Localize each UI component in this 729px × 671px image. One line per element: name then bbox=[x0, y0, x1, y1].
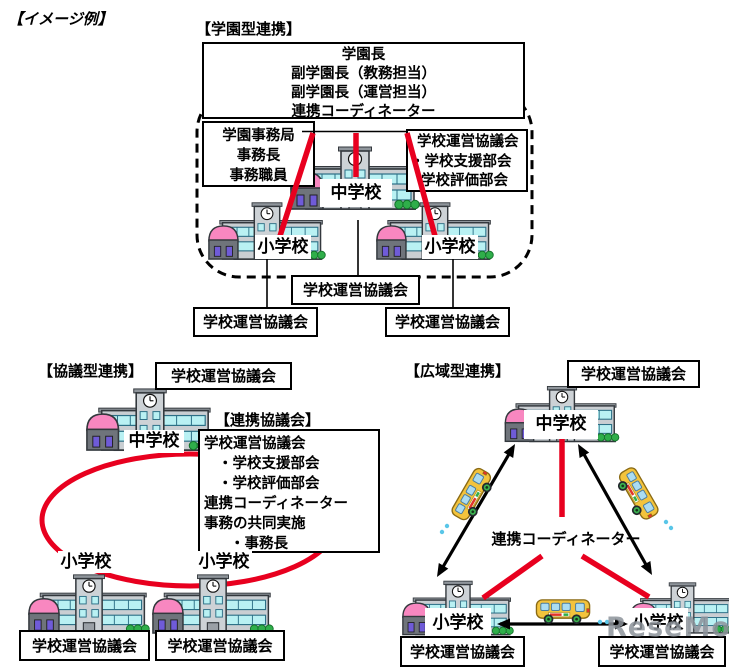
example-label: 【イメージ例】 bbox=[8, 10, 113, 28]
school-council-box: 学校運営協議会 bbox=[193, 307, 318, 337]
kouiki-section-title: 【広域型連携】 bbox=[405, 362, 511, 380]
school-council-box: 学校運営協議会 bbox=[567, 360, 700, 388]
watermark-text: ReseMom bbox=[606, 612, 729, 643]
school-council-box: 学校運営協議会 ・学校支援部会 学校評価部会 bbox=[406, 129, 528, 192]
junior-high-label: 中学校 bbox=[320, 179, 392, 207]
office-line: 事務職員 bbox=[229, 168, 288, 184]
red-link-lines-kouiki bbox=[481, 438, 651, 601]
office-line: 事務長 bbox=[236, 148, 281, 164]
leadership-line: 学園長 bbox=[341, 47, 386, 63]
school-bus-icon bbox=[449, 465, 499, 526]
school-council-box: 学校運営協議会 bbox=[598, 636, 726, 667]
elementary-label: 小学校 bbox=[422, 235, 478, 259]
renkei-line: 事務の共同実施 bbox=[204, 516, 306, 532]
junior-high-label: 中学校 bbox=[124, 430, 184, 453]
school-council-box: 学校運営協議会 bbox=[155, 362, 292, 390]
school-bus-icon bbox=[611, 465, 661, 525]
connector-lines bbox=[266, 220, 454, 308]
council-line: ・学校支援部会 bbox=[410, 153, 512, 170]
school-council-box: 学校運営協議会 bbox=[291, 275, 420, 305]
school-council-box: 学校運営協議会 bbox=[385, 307, 510, 337]
leadership-line: 副学園長（教務担当） bbox=[291, 66, 436, 82]
elementary-label: 小学校 bbox=[628, 608, 688, 638]
elementary-label: 小学校 bbox=[196, 551, 252, 573]
gakuen-section-title: 【学園型連携】 bbox=[196, 20, 302, 38]
elementary-label: 小学校 bbox=[255, 235, 311, 259]
office-line: 学園事務局 bbox=[222, 128, 295, 144]
council-line: 学校評価部会 bbox=[421, 173, 508, 189]
school-council-box: 学校運営協議会 bbox=[155, 630, 285, 661]
school-council-box: 学校運営協議会 bbox=[400, 636, 525, 667]
leadership-line: 連携コーディネーター bbox=[291, 104, 436, 120]
renkei-line: ・学校支援部会 bbox=[218, 456, 320, 472]
renkei-council-box: 学校運営協議会 ・学校支援部会 ・学校評価部会 連携コーディネーター 事務の共同… bbox=[198, 429, 380, 553]
coordinator-label: 連携コーディネーター bbox=[491, 530, 641, 548]
school-council-box: 学校運営協議会 bbox=[19, 630, 150, 661]
elementary-label: 小学校 bbox=[58, 551, 114, 573]
council-line: 学校運営協議会 bbox=[417, 134, 519, 150]
elementary-label: 小学校 bbox=[425, 608, 491, 638]
renkei-line: 連携コーディネーター bbox=[204, 496, 348, 512]
junior-high-label: 中学校 bbox=[524, 410, 598, 439]
motion-dashes bbox=[439, 519, 674, 625]
kyougi-section-title: 【協議型連携】 bbox=[38, 362, 144, 380]
renkei-line: 学校運営協議会 bbox=[204, 436, 306, 452]
school-bus-icon bbox=[535, 599, 591, 625]
leadership-box: 学園長 副学園長（教務担当） 副学園長（運営担当） 連携コーディネーター bbox=[202, 42, 525, 120]
office-box: 学園事務局 事務長 事務職員 bbox=[202, 121, 315, 187]
renkei-line: ・事務長 bbox=[230, 536, 288, 552]
renkei-council-title: 【連携協議会】 bbox=[215, 411, 321, 429]
red-link-lines-gakuen bbox=[277, 132, 438, 237]
leadership-line: 副学園長（運営担当） bbox=[291, 85, 436, 101]
renkei-line: ・学校評価部会 bbox=[218, 476, 320, 492]
